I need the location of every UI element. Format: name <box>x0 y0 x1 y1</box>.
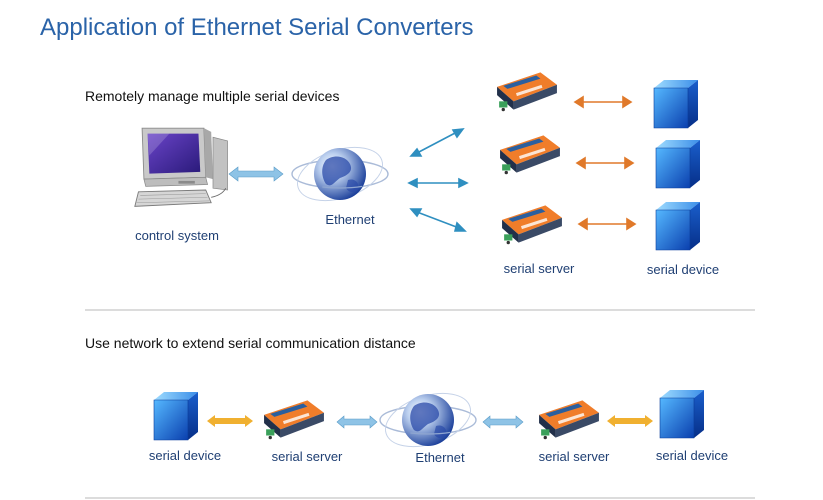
serial-device-cube-icon <box>652 200 702 252</box>
serial-server-right-label: serial server <box>538 449 610 464</box>
serial-device-left-label: serial device <box>148 448 222 463</box>
double-arrow-icon <box>336 415 378 429</box>
gold-double-arrow-icon <box>607 415 653 427</box>
serial-server-icon <box>498 133 562 175</box>
serial-device-label: serial device <box>646 262 720 277</box>
serial-device-right-label: serial device <box>655 448 729 463</box>
section-1-heading: Remotely manage multiple serial devices <box>85 88 340 104</box>
double-arrow-icon <box>228 166 284 182</box>
serial-server-left-label: serial server <box>271 449 343 464</box>
ethernet-globe-icon <box>378 382 478 458</box>
orange-double-arrow-icon <box>575 156 635 170</box>
gold-double-arrow-icon <box>207 415 253 427</box>
ethernet-globe-icon <box>290 136 390 212</box>
network-arrows <box>407 128 469 232</box>
section-divider <box>85 309 755 311</box>
serial-device-cube-icon <box>150 390 200 442</box>
serial-server-icon <box>500 203 564 245</box>
serial-server-label: serial server <box>503 261 575 276</box>
computer-icon <box>133 124 233 216</box>
serial-server-icon <box>262 398 326 440</box>
orange-double-arrow-icon <box>577 217 637 231</box>
page-title: Application of Ethernet Serial Converter… <box>40 14 474 41</box>
double-arrow-icon <box>482 415 524 429</box>
serial-device-cube-icon <box>652 138 702 190</box>
serial-device-cube-icon <box>650 78 700 130</box>
control-system-label: control system <box>135 228 219 243</box>
serial-device-cube-icon <box>656 388 706 440</box>
serial-server-icon <box>537 398 601 440</box>
orange-double-arrow-icon <box>573 95 633 109</box>
section-2-heading: Use network to extend serial communicati… <box>85 335 416 351</box>
bottom-divider <box>85 497 755 499</box>
ethernet-label-2: Ethernet <box>415 450 465 465</box>
serial-server-icon <box>495 70 559 112</box>
ethernet-label: Ethernet <box>325 212 375 227</box>
